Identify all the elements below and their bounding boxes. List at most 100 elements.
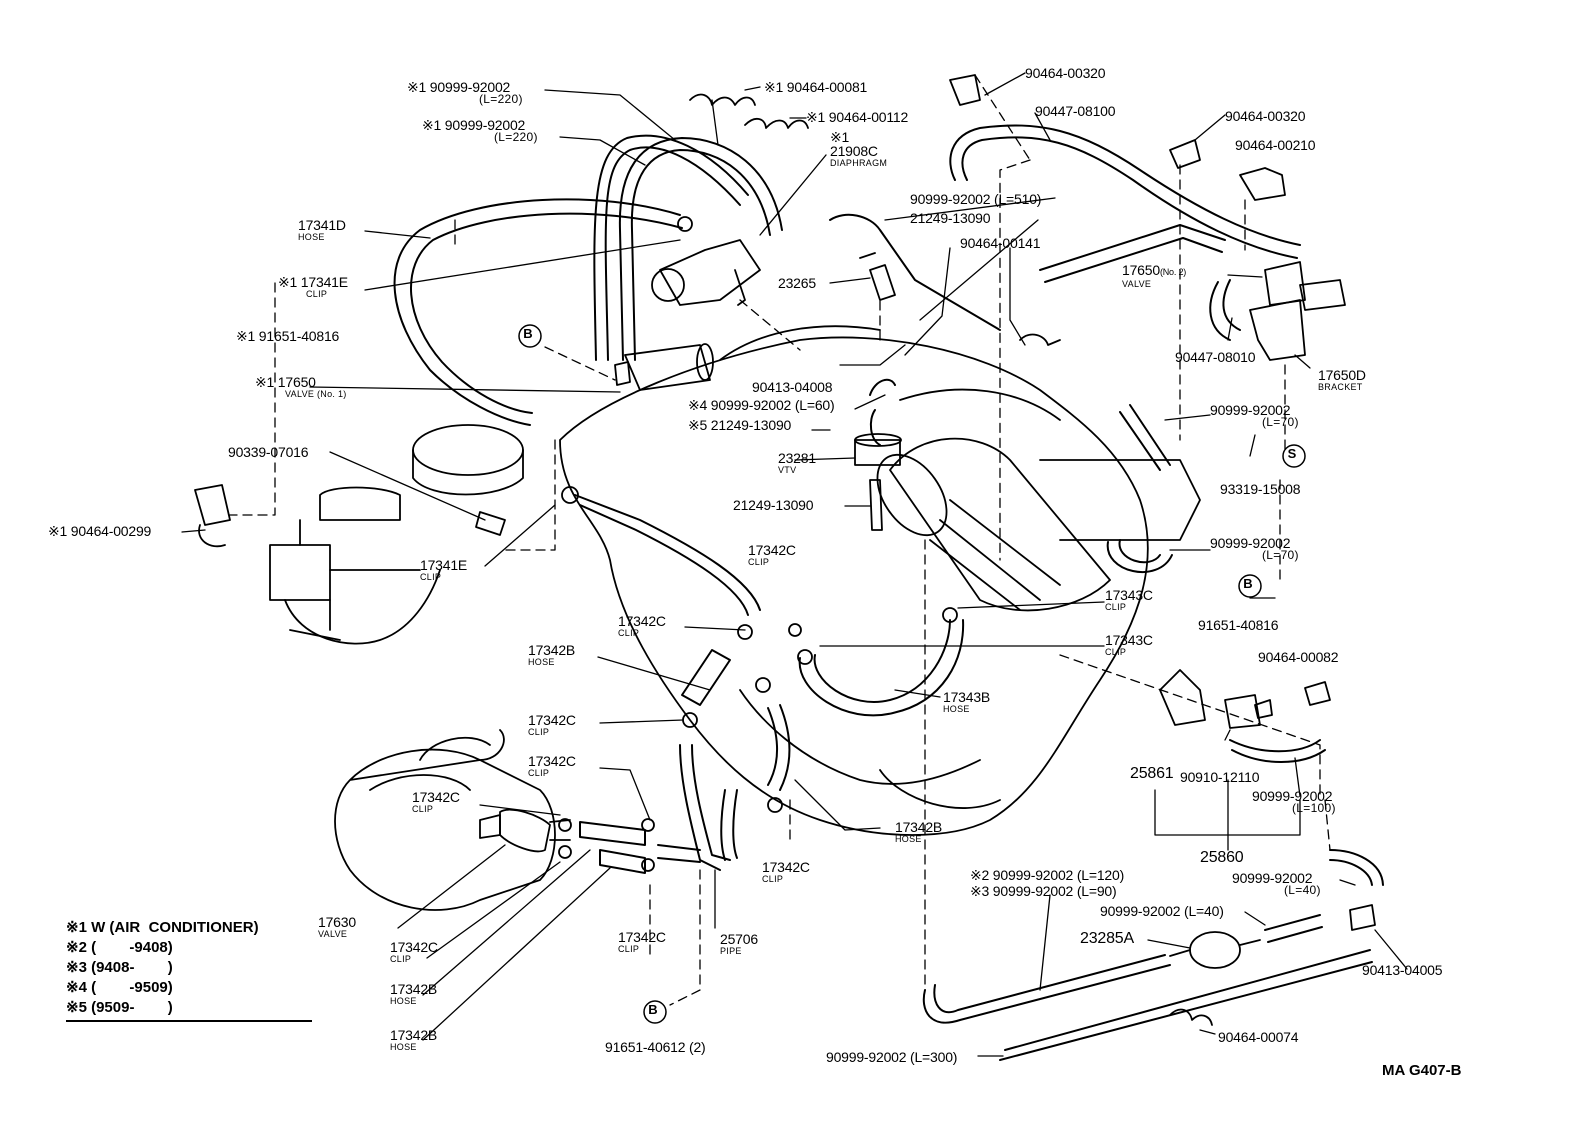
legend-row-5: ※5 (9509- ) — [66, 999, 173, 1016]
callout-17342c-clip-1: 17342C CLIP — [748, 543, 796, 567]
callout-17342b-hose-2: 17342B HOSE — [895, 820, 942, 844]
callout-code: ※1 17341E — [278, 274, 348, 290]
callout-sub: HOSE — [298, 232, 325, 242]
callout-90999-92002-l90: ※3 90999-92002 (L=90) — [970, 883, 1117, 899]
callout-17650d-bracket: 17650D BRACKET — [1318, 368, 1366, 392]
callout-90464-00320-a: 90464-00320 — [1025, 65, 1106, 81]
callout-21249-13090-c: 21249-13090 — [733, 497, 814, 513]
marker-b-2: B — [1243, 576, 1253, 591]
callout-sub: (L=220) — [479, 92, 523, 106]
callout-17343b-hose: 17343B HOSE — [943, 690, 990, 714]
callout-code: 23281 — [778, 450, 816, 466]
callout-sub: HOSE — [390, 1042, 417, 1052]
callout-90999-92002-l70-a: 90999-92002 (L=70) — [1210, 403, 1299, 429]
callout-17341e-clip-a: ※1 17341E CLIP — [278, 275, 348, 299]
callout-sub: DIAPHRAGM — [830, 158, 888, 168]
legend-row-4: ※4 ( -9509) — [66, 979, 173, 996]
callout-sub: (L=100) — [1292, 801, 1336, 815]
callout-91651-40816-b: 91651-40816 — [1198, 617, 1279, 633]
callout-sub: (L=70) — [1262, 415, 1299, 429]
callout-code: 17342C — [412, 789, 460, 805]
callout-code: 17343C — [1105, 632, 1153, 648]
callout-sub: HOSE — [528, 657, 555, 667]
callout-25706-pipe: 25706 PIPE — [720, 932, 758, 956]
callout-code: 17342C — [390, 939, 438, 955]
callout-code: 17650 — [1122, 262, 1160, 278]
callout-90999-92002-l300: 90999-92002 (L=300) — [826, 1049, 958, 1065]
callout-code: 17342B — [390, 981, 438, 997]
diagram-code: MA G407-B — [1382, 1062, 1462, 1079]
callout-90464-00112: ※1 90464-00112 — [806, 109, 909, 125]
legend-row-1: ※1 W (AIR CONDITIONER) — [66, 919, 259, 936]
marker-s: S — [1287, 446, 1297, 461]
callout-code: 17343B — [943, 689, 991, 705]
callout-23285a: 23285A — [1080, 930, 1134, 947]
callout-sub: CLIP — [618, 944, 640, 954]
marker-circles — [518, 324, 1306, 1024]
callout-25860: 25860 — [1200, 849, 1244, 866]
callout-90464-00210: 90464-00210 — [1235, 137, 1316, 153]
hoses — [393, 124, 1384, 1061]
callout-90999-92002-l100: 90999-92002 (L=100) — [1252, 789, 1336, 815]
callout-code: ※1 90999-92002 — [407, 79, 511, 95]
callout-90464-00082: 90464-00082 — [1258, 649, 1339, 665]
callout-17342c-clip-2: 17342C CLIP — [618, 614, 666, 638]
callout-90464-00299: ※1 90464-00299 — [48, 523, 152, 539]
callout-code: 25706 — [720, 931, 758, 947]
callout-17343c-clip-1: 17343C CLIP — [1105, 588, 1153, 612]
callout-17342c-clip-7: 17342C CLIP — [618, 930, 666, 954]
callout-17630-valve: 17630 VALVE — [318, 915, 356, 939]
callout-sub: VALVE — [318, 929, 348, 939]
callout-17342b-hose-1: 17342B HOSE — [528, 643, 575, 667]
callout-sub: CLIP — [528, 768, 550, 778]
callout-90999-92002-l60: ※4 90999-92002 (L=60) — [688, 397, 835, 413]
callout-17342c-clip-5: 17342C CLIP — [412, 790, 460, 814]
callout-90464-00320-b: 90464-00320 — [1225, 108, 1306, 124]
marker-b-3: B — [648, 1002, 658, 1017]
callout-suffix: (No. 2) — [1159, 267, 1187, 277]
callout-sub: CLIP — [420, 572, 442, 582]
callout-90464-00074: 90464-00074 — [1218, 1029, 1299, 1045]
callout-code: 17342C — [528, 753, 576, 769]
callout-sub: HOSE — [390, 996, 417, 1006]
callout-code: 17342C — [748, 542, 796, 558]
callout-code: 17341D — [298, 217, 346, 233]
callout-sub: CLIP — [1105, 602, 1127, 612]
callout-sub: CLIP — [618, 628, 640, 638]
callout-93319-15008: 93319-15008 — [1220, 481, 1301, 497]
callout-17342c-clip-6: 17342C CLIP — [762, 860, 810, 884]
callout-sub: BRACKET — [1318, 382, 1363, 392]
callout-sub: CLIP — [748, 557, 770, 567]
callout-17650-valve-no2: 17650(No. 2) VALVE — [1122, 263, 1186, 289]
legend-row-2: ※2 ( -9408) — [66, 939, 173, 956]
callout-17650-valve-no1: ※1 17650 VALVE (No. 1) — [255, 375, 347, 399]
callout-23265: 23265 — [778, 275, 816, 291]
callout-90447-08010: 90447-08010 — [1175, 349, 1256, 365]
callout-90910-12110: 90910-12110 — [1180, 769, 1260, 785]
dashed-lines — [229, 74, 1331, 1006]
callout-90447-08100: 90447-08100 — [1035, 103, 1116, 119]
legend: ※1 W (AIR CONDITIONER) ※2 ( -9408) ※3 (9… — [66, 918, 316, 1018]
callout-90999-92002-l120: ※2 90999-92002 (L=120) — [970, 867, 1125, 883]
callout-90999-92002-l220-b: ※1 90999-92002 (L=220) — [422, 118, 538, 143]
callout-17342c-clip-8: 17342C CLIP — [390, 940, 438, 964]
transmission-housing — [334, 729, 556, 911]
callout-90999-92002-l40-b: 90999-92002 (L=40) — [1100, 903, 1224, 919]
callout-90413-04008: 90413-04008 — [752, 379, 833, 395]
callout-21908c-diaphragm: ※1 21908C DIAPHRAGM — [830, 130, 887, 168]
callout-17342c-clip-3: 17342C CLIP — [528, 713, 576, 737]
callout-90413-04005: 90413-04005 — [1362, 962, 1443, 978]
callout-code: 17342B — [528, 642, 576, 658]
callout-code: ※1 17650 — [255, 374, 316, 390]
intake-tube — [876, 437, 1111, 612]
callout-91651-40612: 91651-40612 (2) — [605, 1039, 706, 1055]
callout-90464-00141: 90464-00141 — [960, 235, 1041, 251]
callout-sub: VTV — [778, 465, 797, 475]
callout-90999-92002-l510: 90999-92002 (L=510) — [910, 191, 1042, 207]
callout-sub: (L=40) — [1284, 883, 1321, 897]
callout-code: 17341E — [420, 557, 468, 573]
callout-90999-92002-l40-a: 90999-92002 (L=40) — [1232, 871, 1321, 897]
callout-17342b-hose-4: 17342B HOSE — [390, 1028, 437, 1052]
callout-sub: CLIP — [762, 874, 784, 884]
